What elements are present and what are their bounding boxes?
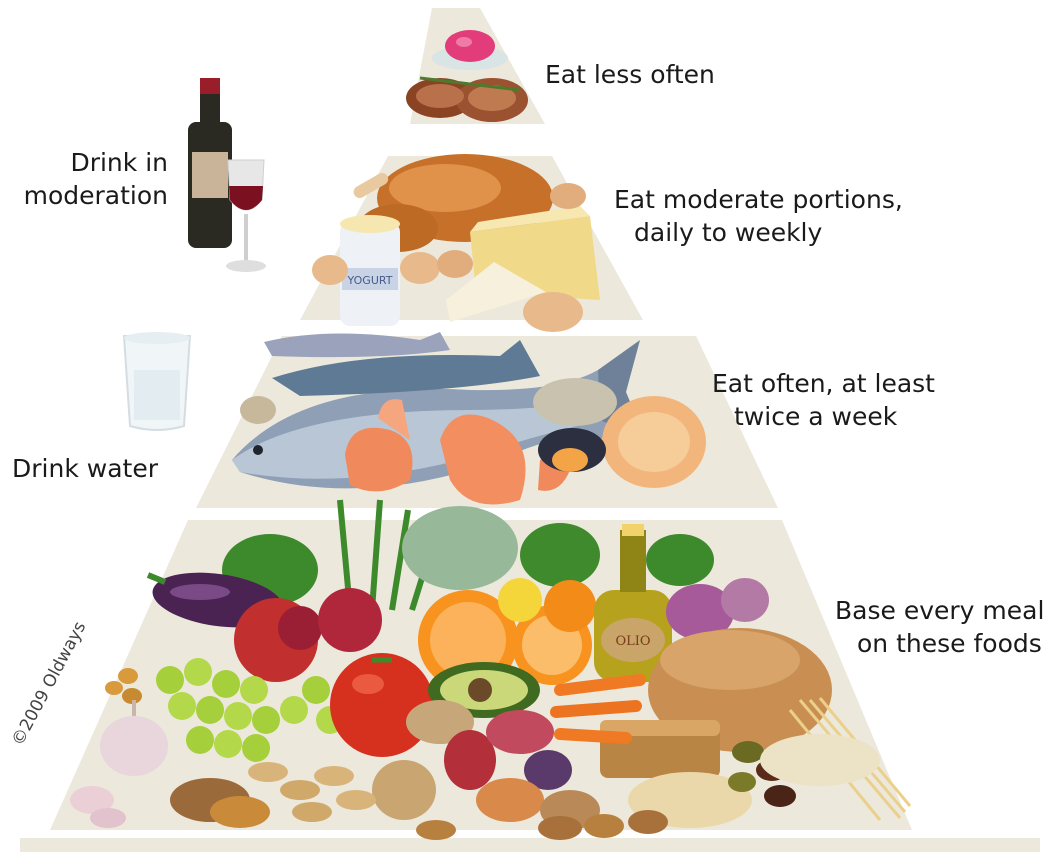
base-ground-strip xyxy=(20,838,1040,852)
water-label-line-1: Drink water xyxy=(12,452,158,485)
tier-moderate-line-1: Eat moderate portions, xyxy=(614,183,903,216)
red-meat-icon xyxy=(406,78,528,122)
tier-often-line-1: Eat often, at least xyxy=(712,367,935,400)
olive-oil-label: OLIO xyxy=(615,634,650,649)
tier-often-label: Eat often, at least twice a week xyxy=(712,367,935,433)
wine-label-line-2: moderation xyxy=(12,179,168,212)
yogurt-icon: YOGURT xyxy=(340,215,400,326)
tier-base-line-1: Base every meal xyxy=(835,594,1044,627)
tier-base-label: Base every meal on these foods xyxy=(835,594,1044,660)
tomato-icon xyxy=(330,653,434,757)
wine-label: Drink in moderation xyxy=(12,146,168,212)
tier-base-line-2: on these foods xyxy=(835,627,1044,660)
water-label: Drink water xyxy=(12,452,158,485)
wine-bottle-icon xyxy=(188,78,232,248)
tier-top-line-1: Eat less often xyxy=(545,58,715,91)
tier-top-label: Eat less often xyxy=(545,58,715,91)
wine-label-line-1: Drink in xyxy=(12,146,168,179)
water-glass-icon xyxy=(124,332,190,430)
tier-moderate-line-2: daily to weekly xyxy=(614,216,903,249)
yogurt-label: YOGURT xyxy=(347,274,393,287)
tier-moderate-label: Eat moderate portions, daily to weekly xyxy=(614,183,903,249)
tier-often-line-2: twice a week xyxy=(712,400,935,433)
